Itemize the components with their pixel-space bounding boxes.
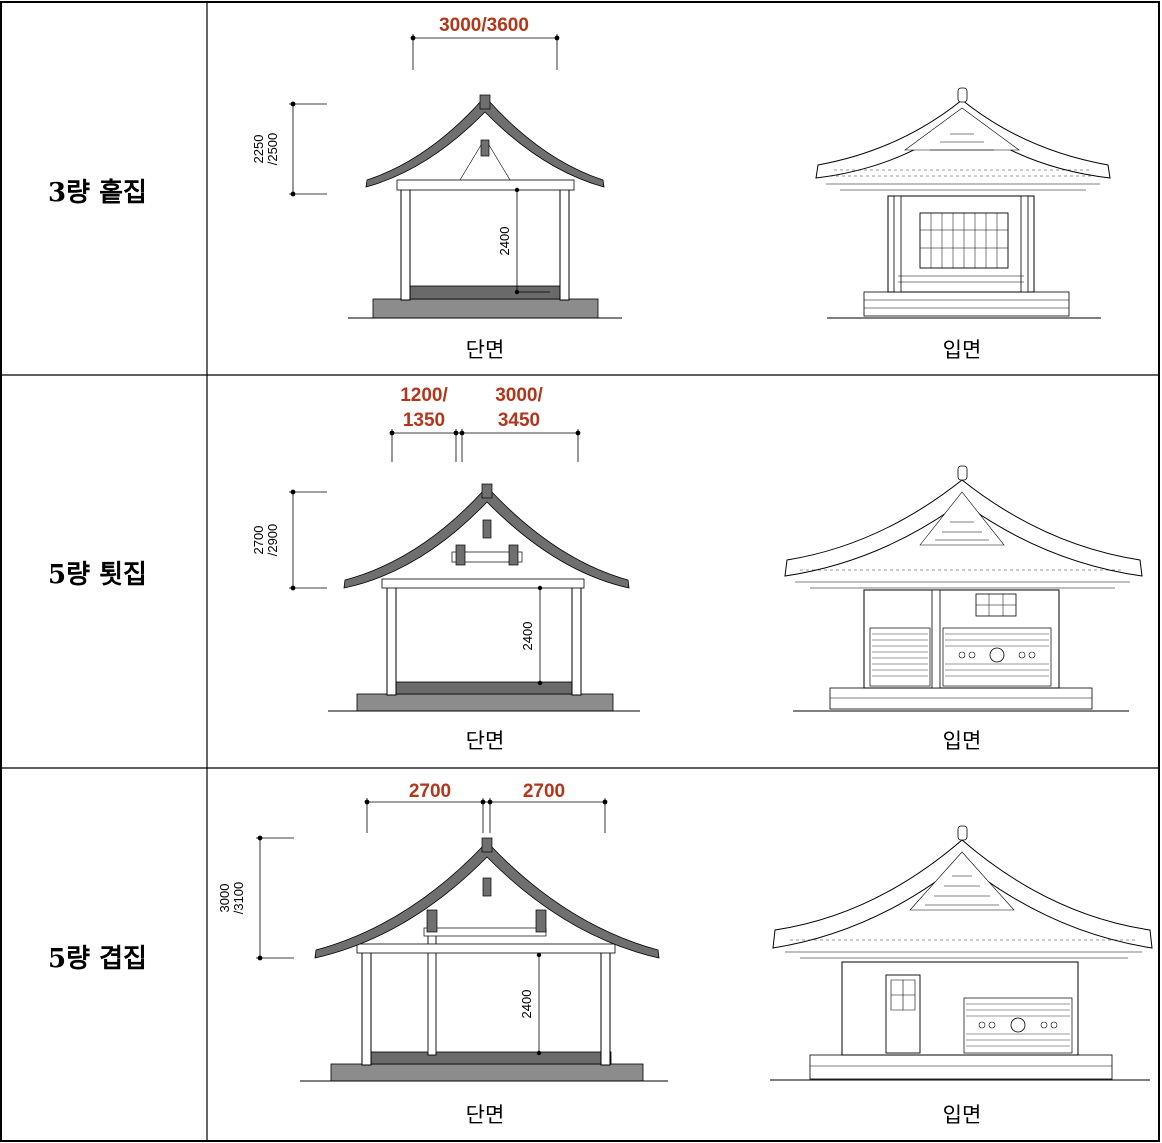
wall-height-dimension-2: 2400 (520, 622, 535, 651)
width-dimension-line-3 (364, 798, 608, 833)
row-label-3: 5량 겹집 (48, 944, 147, 974)
section-drawing-2 (327, 483, 641, 712)
width-dimension-line-2 (389, 429, 581, 462)
svg-text:2250: 2250 (251, 135, 266, 164)
section-caption-1: 단면 (466, 338, 505, 362)
ridge-height-dimension-2: 2700 /2900 (251, 524, 280, 557)
ridge-height-dimension-3: 3000 /3100 (217, 882, 246, 915)
elevation-drawing-2 (784, 465, 1143, 712)
width-dimension-2a-line2: 1350 (403, 410, 445, 431)
section-drawing-1 (347, 94, 623, 319)
elevation-caption-3: 입면 (943, 1103, 982, 1127)
height-dimension-line-1 (289, 101, 327, 197)
svg-text:3000: 3000 (217, 884, 232, 913)
width-dimension-2b-line2: 3450 (498, 410, 540, 431)
section-caption-3: 단면 (466, 1103, 505, 1127)
elevation-drawing-1 (815, 87, 1111, 319)
height-dimension-line-3 (256, 835, 294, 961)
width-dimension-2b-line1: 3000/ (495, 385, 543, 406)
width-dimension-3b: 2700 (523, 781, 565, 802)
width-dimension-3a: 2700 (409, 781, 451, 802)
elevation-caption-2: 입면 (943, 729, 982, 753)
wall-height-dimension-1: 2400 (497, 227, 512, 256)
svg-text:/3100: /3100 (231, 882, 246, 915)
width-dimension-1: 3000/3600 (439, 15, 529, 36)
wall-height-dimension-3: 2400 (519, 990, 534, 1019)
row-label-2: 5량 툇집 (48, 560, 147, 590)
elevation-drawing-3 (769, 825, 1153, 1081)
height-dimension-line-2 (289, 489, 327, 591)
svg-text:/2900: /2900 (265, 524, 280, 557)
section-drawing-3 (299, 837, 669, 1082)
width-dimension-2a-line1: 1200/ (400, 385, 448, 406)
row-label-1: 3량 홑집 (48, 178, 147, 208)
section-caption-2: 단면 (466, 729, 505, 753)
ridge-height-dimension-1: 2250 /2500 (251, 133, 280, 166)
elevation-caption-1: 입면 (943, 338, 982, 362)
svg-text:2700: 2700 (251, 526, 266, 555)
width-dimension-line-1 (410, 34, 560, 70)
svg-text:/2500: /2500 (265, 133, 280, 166)
